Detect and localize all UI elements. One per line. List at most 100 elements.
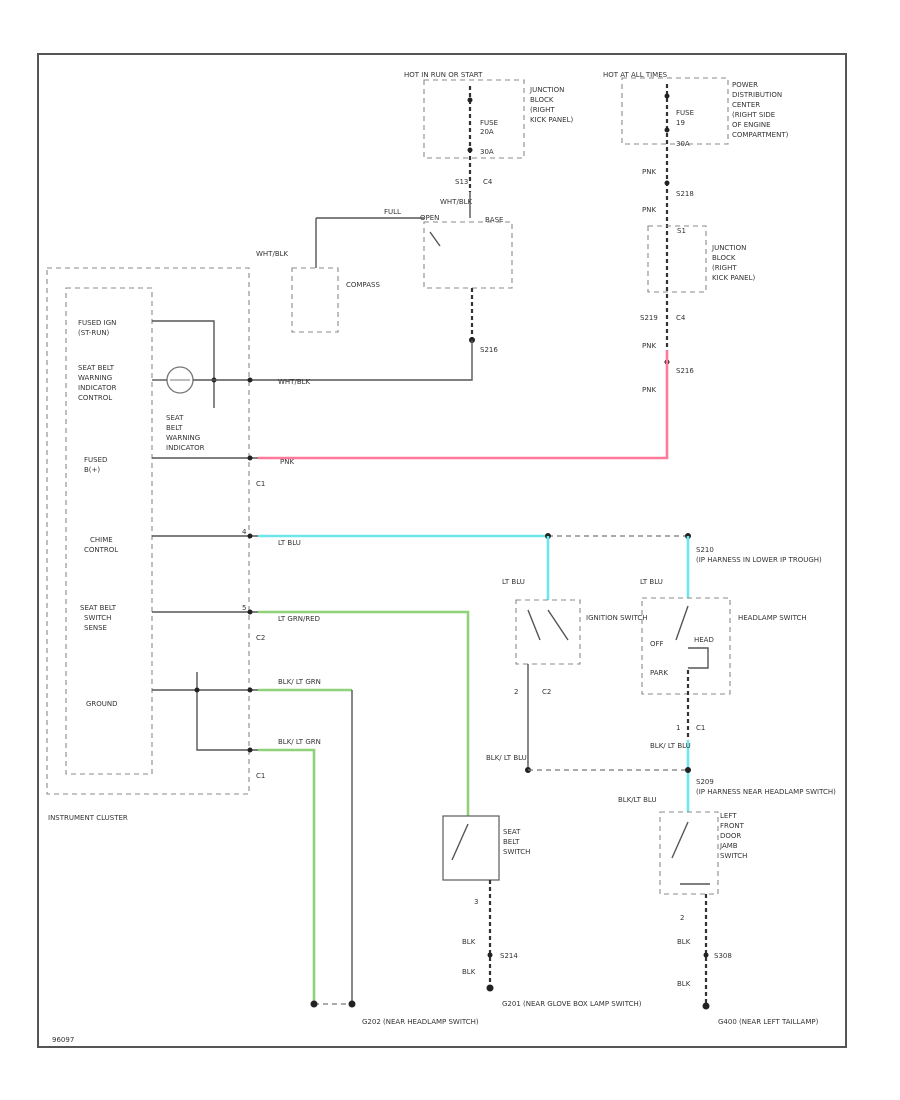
ground-label: GROUND <box>86 700 118 708</box>
fuse-top-left-label: FUSE <box>480 119 498 127</box>
wire-pink <box>258 350 669 460</box>
wht-blk-cluster-label: WHT/BLK <box>278 378 311 386</box>
wire-green-ground-2 <box>258 748 316 1004</box>
junction-block-mid-label-4: KICK PANEL) <box>712 274 755 282</box>
seat-belt-switch-label-1: SEAT <box>503 828 521 836</box>
junction-block-top-label-2: BLOCK <box>530 96 554 104</box>
node-fuse-left-top <box>467 97 473 103</box>
hot-run-start-label: HOT IN RUN OR START <box>404 71 483 79</box>
headlamp-park-link <box>688 647 709 669</box>
node-s308 <box>703 952 709 958</box>
compass-label: COMPASS <box>346 281 380 289</box>
blk-label-door-2: BLK <box>677 980 691 988</box>
pdc-label-5: OF ENGINE <box>732 121 771 129</box>
junction-block-mid-label-2: BLOCK <box>712 254 736 262</box>
fuse-top-right-amp: 30A <box>676 140 690 148</box>
seat-belt-switch-contact <box>451 823 469 861</box>
pnk-label-4: PNK <box>642 386 656 394</box>
pdc-label-6: COMPARTMENT) <box>732 131 789 139</box>
fused-batt-label-2: B(+) <box>84 466 100 474</box>
fuse-top-right-label: FUSE <box>676 109 694 117</box>
sbw-ind-label-4: INDICATOR <box>166 444 205 452</box>
lt-grn-red-label: LT GRN/RED <box>278 615 320 623</box>
sbw-ctrl-label-4: CONTROL <box>78 394 112 402</box>
pnk-label-5: PNK <box>280 458 294 466</box>
headlamp-switch-box <box>641 597 731 695</box>
diagram-frame <box>37 53 847 1048</box>
node-pdc-top <box>664 93 670 99</box>
ignition-switch-box <box>515 599 581 665</box>
pin-chime: 4 <box>242 528 247 536</box>
headlamp-switch-contact <box>675 605 689 641</box>
pnk-label-3: PNK <box>642 342 656 350</box>
s214-label: S214 <box>500 952 518 960</box>
cluster-inner-box <box>65 287 153 775</box>
junction-block-mid-label-3: (RIGHT <box>712 264 737 272</box>
ip-harness-near-label: (IP HARNESS NEAR HEADLAMP SWITCH) <box>696 788 836 796</box>
head-label: HEAD <box>694 636 714 644</box>
node-pdc-fuse <box>664 127 670 133</box>
fused-ign-label-2: (ST-RUN) <box>78 329 110 337</box>
connector-c1-top <box>247 377 253 383</box>
sbw-ctrl-label-1: SEAT BELT <box>78 364 115 372</box>
blk-lt-blu-label-1: BLK/ LT BLU <box>486 754 527 762</box>
chime-control-label-1: CHIME <box>90 536 113 544</box>
pin-d: 1 <box>676 724 680 732</box>
pin-c: 2 <box>514 688 518 696</box>
c4-mid-label: C4 <box>676 314 686 322</box>
blk-lt-blu-label-3: BLK/LT BLU <box>618 796 657 804</box>
g201-label: G201 (NEAR GLOVE BOX LAMP SWITCH) <box>502 1000 642 1008</box>
junction-block-mid-label-1: JUNCTION <box>711 244 746 252</box>
open-label: OPEN <box>420 214 439 222</box>
s118-label: S218 <box>676 190 694 198</box>
hot-at-all-times-label: HOT AT ALL TIMES <box>603 71 668 79</box>
ip-harness-label: (IP HARNESS IN LOWER IP TROUGH) <box>696 556 822 564</box>
door-switch-contact <box>671 821 689 859</box>
wire-green-sbss <box>258 610 470 816</box>
ground-g202-b <box>348 1000 356 1008</box>
c4-top-label: C4 <box>483 178 493 186</box>
compass-box <box>291 267 339 333</box>
junction-block-top-box <box>423 79 525 159</box>
wht-blk-label: WHT/BLK <box>440 198 473 206</box>
ignition-switch-lead <box>527 609 541 641</box>
c1-c-label: C1 <box>256 772 265 780</box>
connector-chime <box>247 533 253 539</box>
left-front-door-label-2: FRONT <box>720 822 745 830</box>
base-label: BASE <box>485 216 503 224</box>
pdc-box <box>621 77 729 145</box>
left-front-door-label-1: LEFT <box>720 812 737 820</box>
ground-g400 <box>702 1002 710 1010</box>
headlamp-switch-label: HEADLAMP SWITCH <box>738 614 807 622</box>
pin-f: 3 <box>474 898 478 906</box>
fuse-top-right-number: 19 <box>676 119 685 127</box>
node-pdc-splice-1 <box>664 180 670 186</box>
chime-control-label-2: CONTROL <box>84 546 118 554</box>
c2-label: C2 <box>256 634 265 642</box>
g400-label: G400 (NEAR LEFT TAILLAMP) <box>718 1018 819 1026</box>
pdc-label-3: CENTER <box>732 101 760 109</box>
ground-g202-a <box>310 1000 318 1008</box>
blk-lt-grn-label-1: BLK/ LT GRN <box>278 678 321 686</box>
junction-block-top-label-4: KICK PANEL) <box>530 116 573 124</box>
s308-label: S308 <box>714 952 732 960</box>
lt-blu-head-label: LT BLU <box>640 578 663 586</box>
off-label: OFF <box>650 640 664 648</box>
ground-g201 <box>486 984 494 992</box>
instrument-cluster-box <box>46 267 250 795</box>
s216-right-label: S216 <box>676 367 694 375</box>
junction-block-top-label-1: JUNCTION <box>529 86 564 94</box>
door-jamb-switch-box <box>659 811 719 895</box>
c1-label-a: C1 <box>256 480 265 488</box>
ignition-switch-label: IGNITION SWITCH <box>586 614 648 622</box>
pin-e: 2 <box>680 914 684 922</box>
pdc-label-4: (RIGHT SIDE <box>732 111 775 119</box>
wire-fused-ign <box>152 320 215 408</box>
overhead-switch-box <box>423 221 513 289</box>
node-s214 <box>487 952 493 958</box>
connector-ground-2 <box>247 747 253 753</box>
s13-label: S13 <box>455 178 468 186</box>
overhead-switch-contact <box>429 231 441 247</box>
fuse-top-left-number: 20A <box>480 128 494 136</box>
